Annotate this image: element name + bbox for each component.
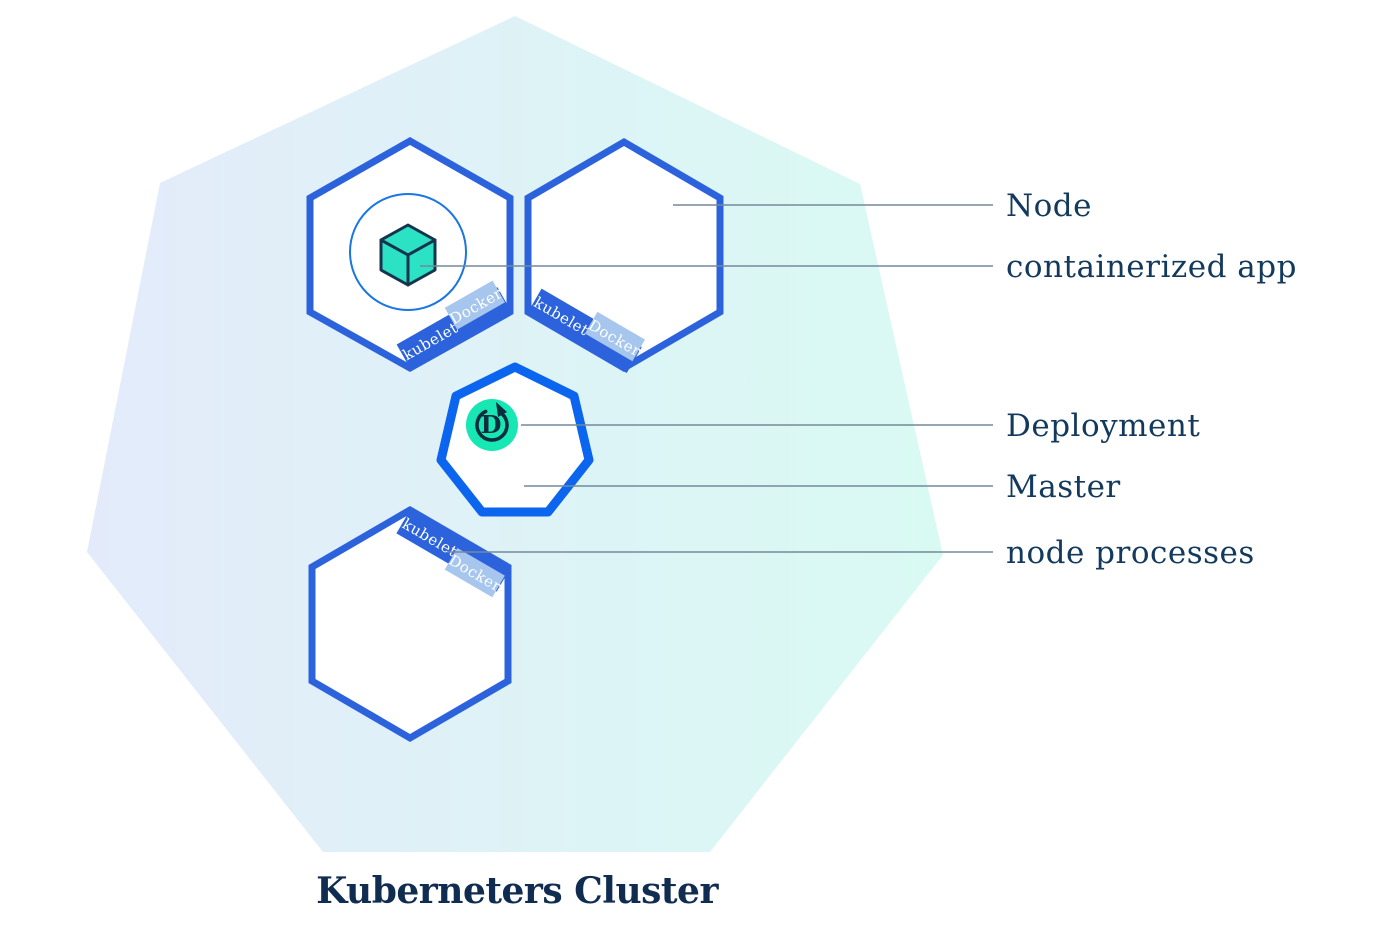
legend-label-master: Master	[1006, 469, 1121, 505]
docker-chip	[444, 280, 505, 330]
docker-chip	[444, 547, 505, 598]
deployment-letter: D	[481, 410, 502, 439]
kubelet-band	[526, 288, 642, 373]
master-heptagon: D	[436, 362, 594, 517]
node-hexagon-3: kubelet Docker	[308, 505, 512, 743]
legend-label-deployment: Deployment	[1006, 408, 1200, 444]
cube-right-face	[406, 238, 437, 287]
deployment-arrowhead	[496, 402, 507, 417]
legend-label-node: Node	[1006, 188, 1092, 224]
pod-ring	[349, 193, 467, 311]
cube-icon	[379, 223, 437, 287]
deployment-rotate-arrow	[475, 409, 509, 442]
node-hexagon-1: kubelet Docker	[306, 136, 514, 373]
legend-label-containerized-app: containerized app	[1006, 249, 1297, 285]
diagram-title: Kuberneters Cluster	[316, 870, 719, 912]
deployment-rollout-arrow-icon: D	[466, 399, 518, 451]
legend-label-node-processes: node processes	[1006, 535, 1255, 571]
docker-chip	[584, 311, 645, 362]
master-heptagon-shape	[436, 362, 594, 517]
